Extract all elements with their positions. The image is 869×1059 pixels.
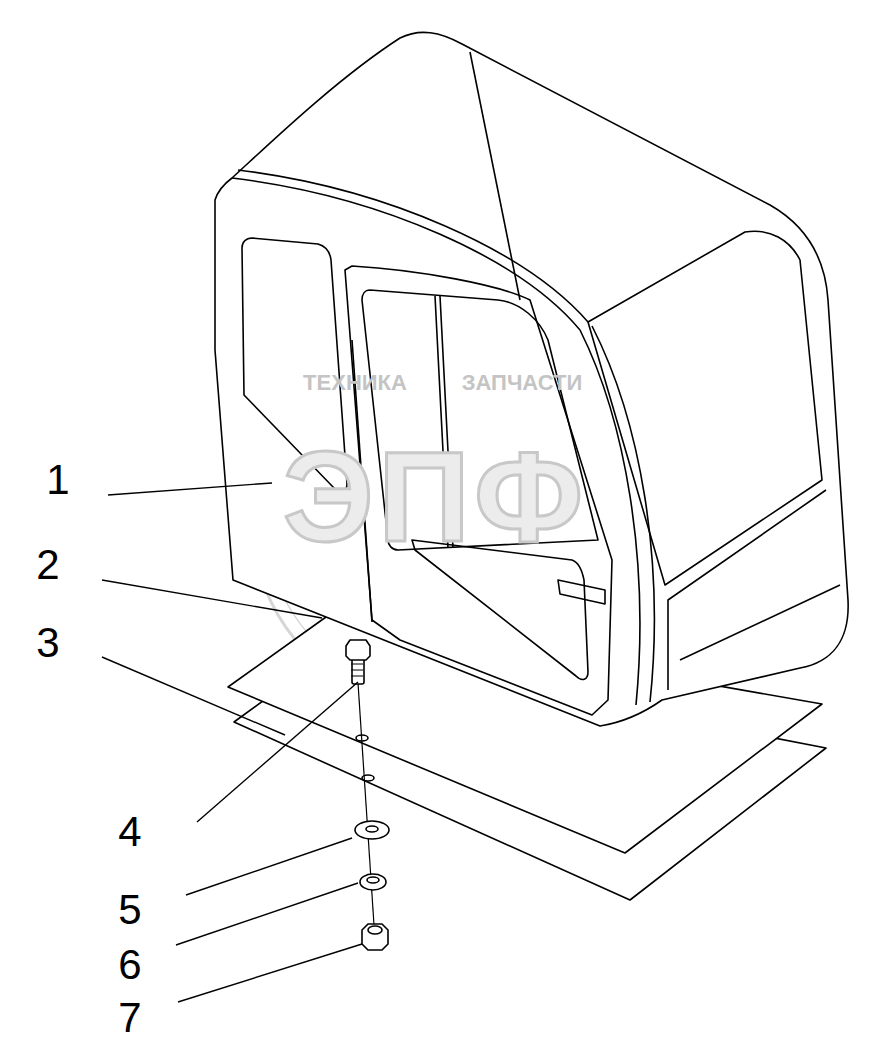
leader-line xyxy=(186,838,352,895)
callout-number: 4 xyxy=(118,811,141,853)
flat-washer xyxy=(355,821,389,839)
callout-number: 1 xyxy=(46,459,69,501)
front-window xyxy=(588,231,822,585)
hex-nut xyxy=(362,924,388,950)
callout-number: 3 xyxy=(36,622,59,664)
front-panel xyxy=(668,490,840,690)
leader-line xyxy=(102,657,285,735)
cabin-body xyxy=(215,32,848,726)
roof-edge xyxy=(470,52,520,300)
callout-number: 5 xyxy=(118,889,141,931)
leader-line xyxy=(102,580,322,618)
leader-line xyxy=(197,682,358,822)
callout-number: 2 xyxy=(36,544,59,586)
cabin-edge xyxy=(238,170,588,322)
lock-washer xyxy=(360,874,386,890)
leader-line xyxy=(108,483,272,495)
callout-number: 6 xyxy=(118,944,141,986)
assembly-axis xyxy=(358,683,375,940)
watermark-logo: ЭПФ xyxy=(283,433,587,561)
callout-number: 7 xyxy=(118,997,141,1039)
bolt xyxy=(346,640,370,684)
leader-line xyxy=(178,944,362,1002)
cabin-edge xyxy=(232,178,580,330)
watermark-text: ТЕХНИКА xyxy=(303,372,407,394)
watermark-text: ЗАПЧАСТИ xyxy=(462,372,583,394)
leader-line xyxy=(176,883,358,945)
door-handle xyxy=(558,580,605,604)
